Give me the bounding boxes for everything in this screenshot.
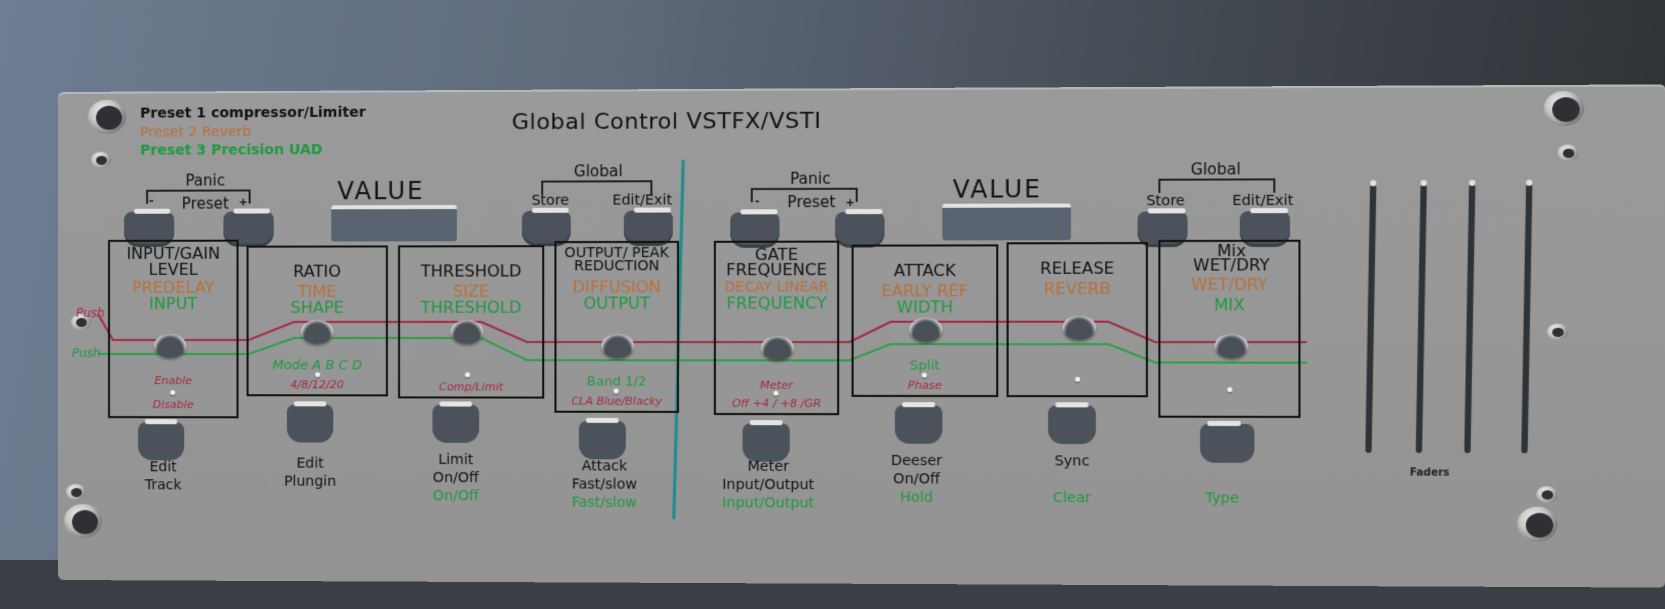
section-title-mix: Mix WET/DRY [1216, 244, 1247, 273]
section-uad-label: OUTPUT [556, 296, 676, 312]
func-label-4: Attack Fast/slow Fast/slow [559, 457, 651, 512]
sync-button[interactable] [1048, 405, 1096, 444]
section-ratio: RATIO TIME SHAPE Mode A B C D 4/8/12/20 [247, 245, 388, 396]
section-threshold: THRESHOLD SIZE THRESHOLD Comp/Limit [398, 245, 544, 398]
led-indicator [1227, 387, 1232, 392]
func-line-2: Plungin [265, 473, 356, 491]
section-input-gain: INPUT/GAIN LEVEL PREDELAY INPUT Enable D… [108, 240, 239, 419]
section-title: OUTPUT/ PEAK REDUCTION [556, 247, 676, 273]
led-indicator [614, 389, 619, 394]
control-panel: Preset 1 compressor/Limiter Preset 2 Rev… [58, 84, 1665, 587]
section-gate-frequence: GATE FREQUENCE DECAY LINEAR FREQUENCY Me… [714, 241, 839, 416]
section-reverb-label: WET/DRY [1160, 277, 1298, 293]
func-line-2: Fast/slow [559, 475, 651, 493]
func-line-1: Edit [118, 458, 208, 476]
func-line-green: Clear [1025, 489, 1119, 508]
ratio-knob[interactable] [301, 320, 333, 344]
edit-track-button[interactable] [138, 422, 184, 460]
func-line-2: On/Off [410, 469, 501, 487]
output-knob[interactable] [601, 334, 634, 358]
section-title: INPUT/GAIN LEVEL [110, 246, 236, 278]
push-label-green: Push [72, 346, 101, 360]
func-label-3: Limit On/Off On/Off [410, 451, 501, 506]
section-small-bottom: 4/8/12/20 [249, 378, 386, 391]
func-line-green: Type [1175, 489, 1269, 508]
mix-knob[interactable] [1215, 334, 1248, 359]
push-label-red: Push [76, 306, 105, 320]
func-line-2 [1025, 470, 1119, 489]
section-title: THRESHOLD [400, 263, 542, 279]
func-label-6: Deeser On/Off Hold [870, 452, 963, 507]
led-indicator [922, 373, 927, 378]
section-title: RELEASE [1009, 260, 1146, 276]
section-title: GATE FREQUENCE [716, 247, 837, 278]
func-label-5: Meter Input/Output Input/Output [712, 458, 825, 513]
section-uad-label: INPUT [110, 296, 236, 312]
func-label-2: Edit Plungin [265, 454, 356, 490]
func-line-2: Input/Output [712, 476, 825, 495]
limit-toggle-button[interactable] [432, 404, 479, 442]
led-indicator [170, 390, 175, 395]
deeser-toggle-button[interactable] [895, 405, 943, 444]
section-small-bottom: Disable [110, 398, 236, 411]
func-label-1: Edit Track [118, 458, 208, 494]
attack-speed-button[interactable] [579, 421, 626, 459]
func-line-green: Hold [870, 488, 963, 507]
section-output-peak: OUTPUT/ PEAK REDUCTION DIFFUSION OUTPUT … [554, 241, 679, 413]
led-indicator [465, 372, 470, 377]
section-small-top: Split [854, 358, 997, 373]
section-small-bottom: CLA Blue/Blacky [556, 395, 676, 408]
faders-label: Faders [1410, 467, 1450, 478]
func-line-2: On/Off [870, 470, 963, 489]
edit-plugin-button[interactable] [287, 404, 333, 442]
threshold-knob[interactable] [451, 320, 483, 344]
section-title: Mix WET/DRY [1179, 244, 1284, 273]
section-attack: ATTACK EARLY REF WIDTH Split Phase [852, 244, 999, 397]
section-small-top: Mode A B C D [249, 358, 386, 373]
section-small-bottom: Off +4 / +8 /GR [716, 397, 837, 410]
func-line-green: Fast/slow [559, 494, 651, 512]
led-indicator [315, 372, 320, 377]
func-line-1: Sync [1025, 452, 1119, 471]
func-label-7: Sync Clear [1025, 452, 1119, 507]
section-uad-label: WIDTH [854, 299, 997, 315]
section-uad-label: SHAPE [249, 300, 386, 316]
type-button[interactable] [1200, 424, 1254, 463]
section-title: ATTACK [854, 263, 997, 279]
section-uad-label: FREQUENCY [716, 295, 837, 311]
attack-knob[interactable] [909, 318, 942, 342]
func-line-1: Edit [265, 454, 356, 472]
func-label-8: Type [1175, 489, 1269, 508]
release-knob[interactable] [1063, 316, 1096, 340]
section-uad-label: MIX [1160, 297, 1298, 313]
func-line-2: Track [118, 476, 208, 494]
func-line-green: On/Off [410, 487, 501, 505]
section-reverb-label: REVERB [1009, 281, 1146, 297]
section-uad-label: THRESHOLD [400, 300, 542, 316]
meter-toggle-button[interactable] [743, 423, 790, 462]
func-line-1: Attack [559, 457, 651, 475]
section-small-top: Enable [110, 374, 236, 387]
section-release: RELEASE REVERB [1007, 242, 1148, 397]
section-title: RATIO [249, 264, 386, 280]
section-small-bottom: Phase [854, 379, 997, 392]
input-gain-knob[interactable] [154, 334, 186, 358]
led-indicator [1075, 377, 1080, 382]
led-indicator [773, 391, 778, 396]
func-line-1: Meter [712, 458, 825, 477]
section-mix: Mix WET/DRY WET/DRY MIX [1158, 240, 1300, 418]
gate-frequence-knob[interactable] [761, 336, 794, 360]
func-line-1: Deeser [870, 452, 963, 471]
section-small-top: Band 1/2 [556, 374, 676, 389]
section-small-bottom: Comp/Limit [400, 380, 542, 393]
func-line-green: Input/Output [712, 494, 825, 513]
func-line-1: Limit [410, 451, 501, 469]
